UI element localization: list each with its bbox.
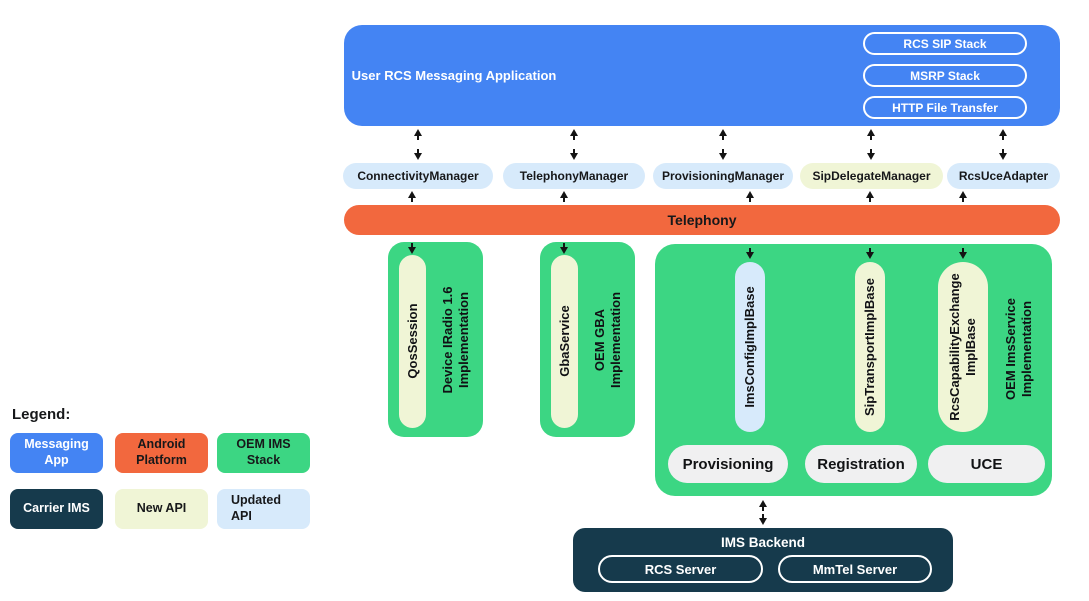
rcs-sip-stack-pill: RCS SIP Stack: [863, 32, 1027, 55]
legend-updated-api: Updated API: [217, 489, 310, 529]
oem-gba-impl-label: OEM GBA Implementation: [591, 291, 623, 389]
sip-delegate-manager-label: SipDelegateManager: [812, 169, 931, 183]
arrow-down-icon: [759, 514, 767, 525]
mmtel-server-label: MmTel Server: [812, 561, 898, 577]
legend-oem-ims-stack: OEM IMS Stack: [217, 433, 310, 473]
telephony-bar: Telephony: [344, 205, 1060, 235]
sip-transport-impl-base-pill: [855, 262, 885, 432]
arrow-down-icon: [999, 149, 1007, 160]
oem-ims-service-impl-label: OEM ImsService Implementation: [1002, 298, 1034, 400]
provisioning-manager-label: ProvisioningManager: [661, 169, 785, 183]
uce-feature-pill: UCE: [928, 445, 1045, 483]
device-iradio-impl-label: Device IRadio 1.6 Implementation: [439, 286, 471, 394]
legend-messaging-app: Messaging App: [10, 433, 103, 473]
rcs-server-label: RCS Server: [644, 561, 717, 577]
rcs-capability-exchange-impl-base-pill: [938, 262, 988, 432]
arrow-up-icon: [408, 191, 416, 202]
ims-config-impl-base-pill: [735, 262, 765, 432]
arrow-down-icon: [570, 149, 578, 160]
arrow-down-icon: [959, 248, 967, 259]
rcs-capability-exchange-impl-base-label: RcsCapabilityExchange ImplBase: [946, 273, 978, 421]
legend-new-api: New API: [115, 489, 208, 529]
http-file-transfer-pill: HTTP File Transfer: [863, 96, 1027, 119]
arrow-up-icon: [719, 129, 727, 140]
rcs-server-pill: RCS Server: [598, 555, 763, 583]
arrow-up-icon: [959, 191, 967, 202]
ims-config-impl-base-label: ImsConfigImplBase: [741, 286, 757, 408]
arrow-down-icon: [867, 149, 875, 160]
rcs-uce-adapter-label: RcsUceAdapter: [958, 169, 1049, 183]
legend-carrier-ims: Carrier IMS: [10, 489, 103, 529]
registration-feature-pill: Registration: [805, 445, 917, 483]
arrow-up-icon: [759, 500, 767, 511]
legend-heading: Legend:: [12, 406, 71, 423]
telephony-manager-label: TelephonyManager: [519, 169, 629, 183]
arrow-down-icon: [746, 248, 754, 259]
arrow-down-icon: [414, 149, 422, 160]
arrow-down-icon: [560, 243, 568, 254]
mmtel-server-pill: MmTel Server: [778, 555, 932, 583]
provisioning-manager-pill: ProvisioningManager: [653, 163, 793, 189]
provisioning-feature-pill: Provisioning: [668, 445, 788, 483]
msrp-stack-pill: MSRP Stack: [863, 64, 1027, 87]
user-rcs-messaging-app-box: User RCS Messaging Application RCS SIP S…: [344, 25, 1060, 126]
http-file-transfer-label: HTTP File Transfer: [892, 100, 998, 115]
qos-session-pill: [399, 255, 426, 428]
legend-android-platform: Android Platform: [115, 433, 208, 473]
arrow-up-icon: [746, 191, 754, 202]
arrow-down-icon: [866, 248, 874, 259]
gba-service-label: GbaService: [556, 305, 572, 377]
msrp-stack-label: MSRP Stack: [910, 68, 980, 83]
rcs-sip-stack-label: RCS SIP Stack: [903, 36, 987, 51]
arrow-up-icon: [414, 129, 422, 140]
telephony-label: Telephony: [667, 212, 737, 228]
arrow-up-icon: [570, 129, 578, 140]
rcs-uce-adapter-pill: RcsUceAdapter: [947, 163, 1060, 189]
user-rcs-messaging-app-title: User RCS Messaging Application: [351, 68, 557, 83]
arrow-up-icon: [867, 129, 875, 140]
sip-transport-impl-base-label: SipTransportImplBase: [861, 278, 877, 416]
qos-session-label: QosSession: [404, 303, 420, 379]
sip-delegate-manager-pill: SipDelegateManager: [800, 163, 943, 189]
arrow-up-icon: [999, 129, 1007, 140]
provisioning-feature-label: Provisioning: [682, 455, 774, 473]
telephony-manager-pill: TelephonyManager: [503, 163, 645, 189]
arrow-down-icon: [719, 149, 727, 160]
gba-service-pill: [551, 255, 578, 428]
connectivity-manager-pill: ConnectivityManager: [343, 163, 493, 189]
arrow-down-icon: [408, 243, 416, 254]
arrow-up-icon: [866, 191, 874, 202]
connectivity-manager-label: ConnectivityManager: [357, 169, 479, 183]
ims-backend-box: IMS Backend RCS Server MmTel Server: [573, 528, 953, 592]
ims-backend-title: IMS Backend: [720, 534, 806, 550]
registration-feature-label: Registration: [817, 455, 905, 473]
uce-feature-label: UCE: [970, 455, 1003, 473]
arrow-up-icon: [560, 191, 568, 202]
